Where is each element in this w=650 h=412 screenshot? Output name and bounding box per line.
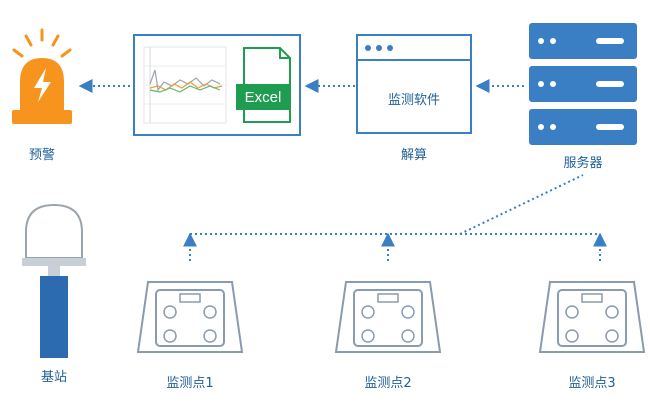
- base-station-label: 基站: [40, 370, 67, 385]
- server-icon: [529, 23, 637, 145]
- excel-label: Excel: [245, 89, 282, 106]
- base-station-icon: [22, 203, 86, 358]
- server-label: 服务器: [563, 156, 603, 171]
- software-window-icon: 监测软件: [356, 34, 472, 134]
- report-panel: Excel: [133, 34, 301, 136]
- monitor-point-2-label: 监测点2: [364, 376, 412, 391]
- network-lines: [183, 174, 607, 264]
- monitor-device-icon: [538, 281, 646, 353]
- monitor-point-1-label: 监测点1: [166, 376, 214, 391]
- monitor-device-icon: [334, 281, 442, 353]
- software-label: 监测软件: [388, 93, 440, 108]
- alarm-icon: [12, 28, 72, 124]
- monitor-point-3-label: 监测点3: [568, 376, 616, 391]
- decode-label: 解算: [400, 148, 427, 163]
- monitor-device-icon: [136, 281, 244, 353]
- alarm-label: 预警: [28, 148, 55, 163]
- excel-icon: Excel: [236, 47, 291, 123]
- chart-icon: [143, 46, 227, 124]
